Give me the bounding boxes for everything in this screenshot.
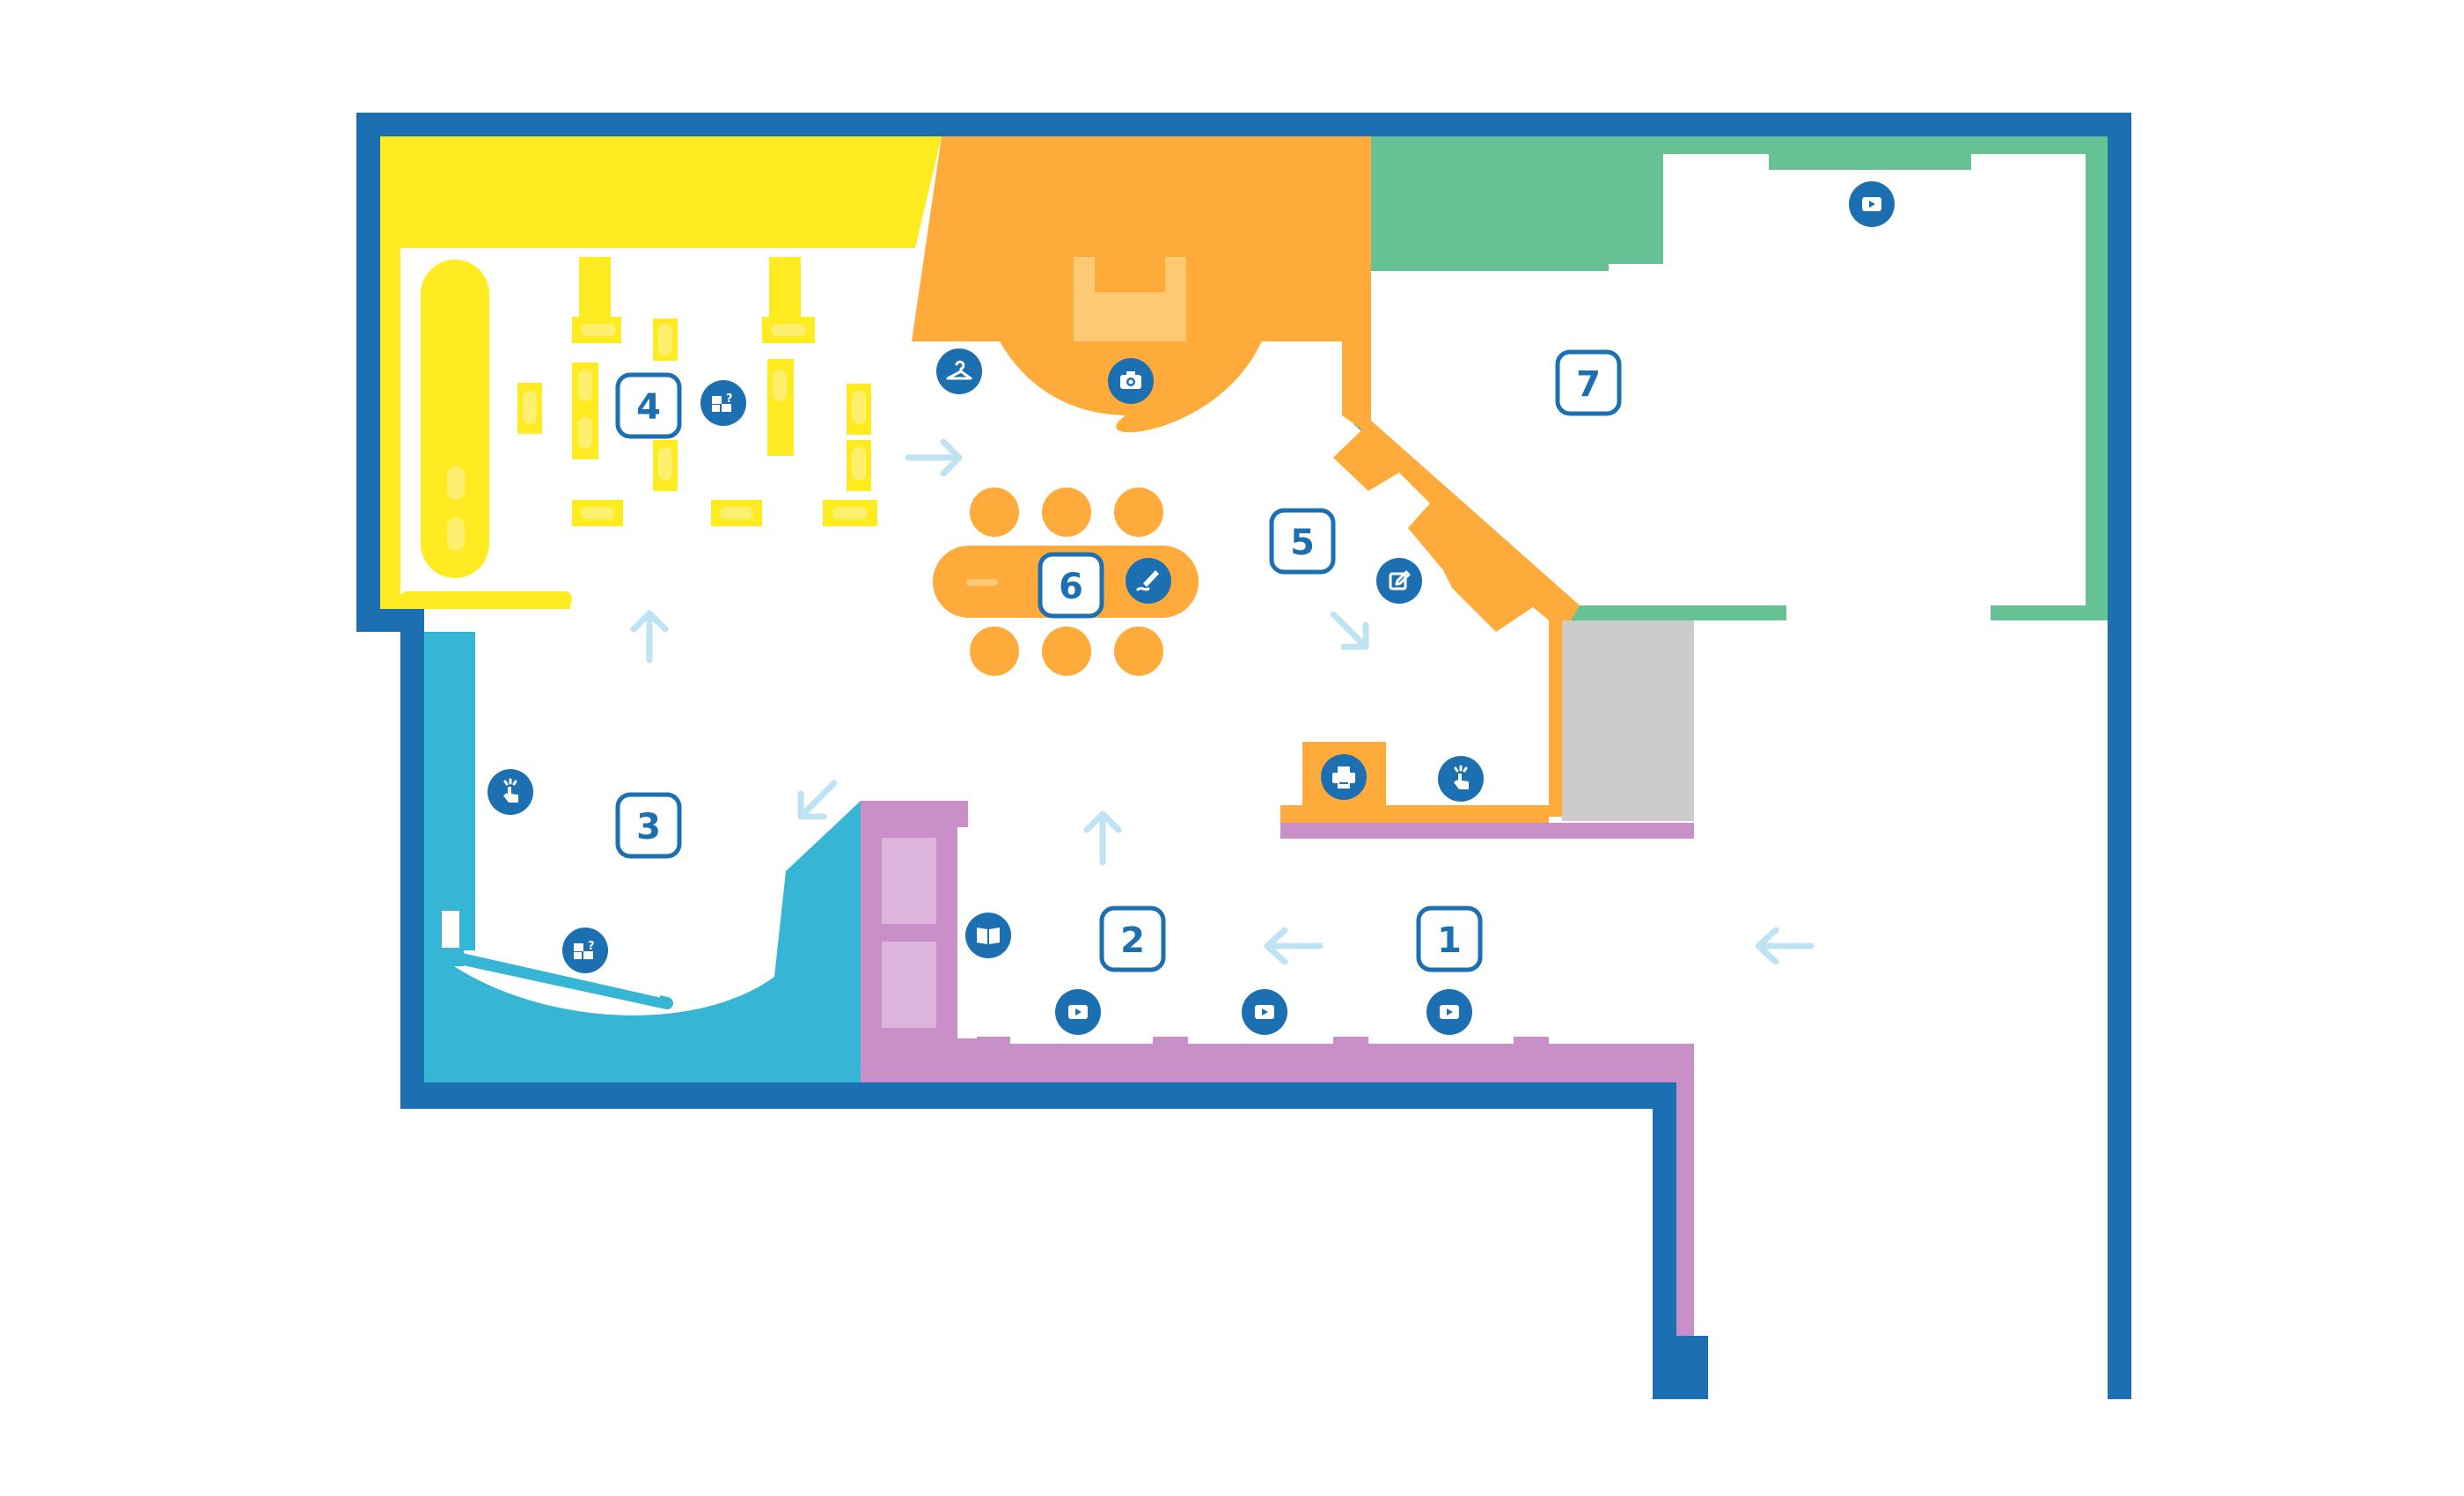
zone-label-4[interactable]: 4 (615, 372, 682, 439)
zone-label-6[interactable]: 6 (1038, 552, 1104, 619)
open-book-icon[interactable] (965, 913, 1011, 958)
touch-hand-icon[interactable] (488, 769, 533, 815)
yellow-long-bench (421, 260, 489, 578)
zone-orange-counter-fill (1280, 742, 1549, 823)
orange-stage-notch (1095, 257, 1165, 292)
zone-label-4-text: 4 (636, 387, 661, 428)
printer-icon[interactable] (1321, 754, 1367, 800)
yellow-bottom-bar (400, 591, 572, 606)
yellow-bench-seat-2 (447, 517, 465, 551)
video-play-icon[interactable] (1426, 989, 1472, 1035)
zone-label-2[interactable]: 2 (1099, 906, 1166, 972)
drawing-pen-icon[interactable] (1126, 558, 1171, 604)
svg-text:?: ? (588, 940, 595, 953)
video-play-icon[interactable] (1055, 989, 1101, 1035)
video-play-icon[interactable] (1242, 989, 1287, 1035)
zone-gray-fill (1562, 620, 1694, 821)
edit-note-icon[interactable] (1376, 558, 1422, 604)
arrow-down-left-3 (797, 780, 838, 820)
orange-stage-post-l (1074, 257, 1081, 299)
zone-green-fill (1353, 136, 2108, 620)
zone-label-2-text: 2 (1120, 920, 1145, 961)
zone-label-1[interactable]: 1 (1416, 906, 1483, 972)
purple-shelf-1 (882, 838, 936, 924)
yellow-bench-seat-1 (447, 466, 465, 500)
zone-cyan-fill (424, 632, 861, 1082)
zone-purple-fill (861, 801, 1694, 1336)
puzzle-question-icon[interactable]: ? (700, 380, 746, 426)
arrow-up-4 (630, 610, 669, 664)
coat-hanger-icon[interactable] (936, 348, 982, 394)
video-play-icon[interactable] (1849, 181, 1895, 227)
zone-label-5[interactable]: 5 (1269, 508, 1336, 575)
path-arrows (630, 438, 1815, 965)
zone-label-7-text: 7 (1576, 364, 1601, 405)
arrow-down-right-5 (1330, 611, 1369, 650)
cyan-post (442, 911, 459, 948)
arrow-up-2 (1083, 810, 1122, 866)
touch-hand-icon[interactable] (1438, 756, 1484, 802)
svg-text:?: ? (726, 392, 733, 406)
cyan-bench (450, 951, 673, 1009)
zone-label-6-text: 6 (1059, 567, 1083, 607)
zone-orange-diagonal-fill (1333, 136, 1580, 817)
yellow-wall-strip (380, 453, 391, 532)
walls (356, 113, 2131, 1399)
arrow-left-2 (1264, 927, 1324, 965)
zone-label-3[interactable]: 3 (615, 792, 682, 859)
zone-label-1-text: 1 (1437, 920, 1462, 961)
zone-label-7[interactable]: 7 (1555, 349, 1622, 416)
zone-yellow-fill (380, 136, 942, 609)
puzzle-question-icon[interactable]: ? (562, 928, 608, 973)
yellow-display-group (517, 257, 877, 526)
zone-label-5-text: 5 (1290, 523, 1315, 563)
arrow-left-1 (1755, 927, 1815, 965)
zone-purple-counter-strip (1280, 823, 1694, 839)
zone-label-3-text: 3 (636, 807, 661, 847)
camera-icon[interactable] (1108, 358, 1154, 404)
cyan-bench-highlight (464, 950, 661, 998)
yellow-display-highlights (523, 324, 868, 519)
table-highlight (966, 579, 998, 586)
orange-table-group (933, 488, 1199, 676)
purple-shelf-2 (882, 942, 936, 1028)
arrow-right-6 (905, 438, 963, 477)
